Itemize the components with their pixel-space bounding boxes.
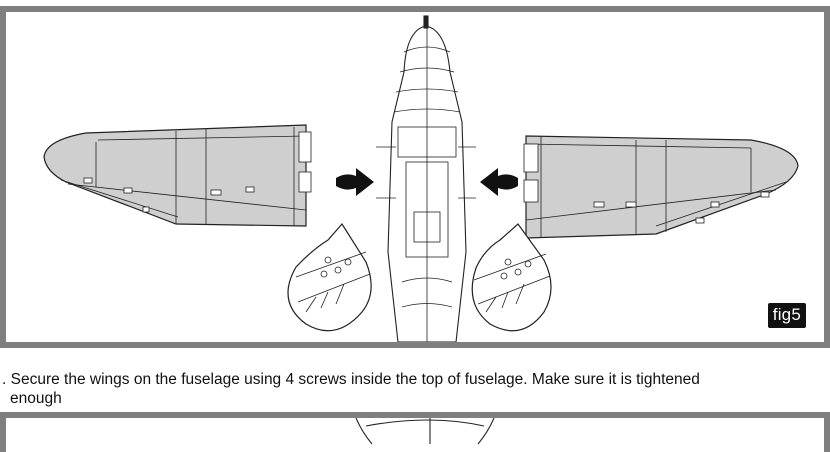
right-detail-callout [471,223,552,332]
fuselage [376,15,476,342]
right-wing [523,135,799,239]
arrow-right-icon [336,168,374,196]
next-figure-frame [0,412,830,452]
instruction-text: . Secure the wings on the fuselage using… [2,370,822,408]
left-detail-callout [287,222,372,332]
instruction-line-2: enough [10,390,62,407]
wing-assembly-illustration [43,15,799,342]
instruction-line-1: . Secure the wings on the fuselage using… [2,371,700,388]
figure-frame: fig5 [0,6,830,348]
left-wing [43,124,312,227]
arrow-left-icon [480,168,518,196]
figure-label: fig5 [767,303,806,328]
next-figure-illustration [355,418,495,445]
